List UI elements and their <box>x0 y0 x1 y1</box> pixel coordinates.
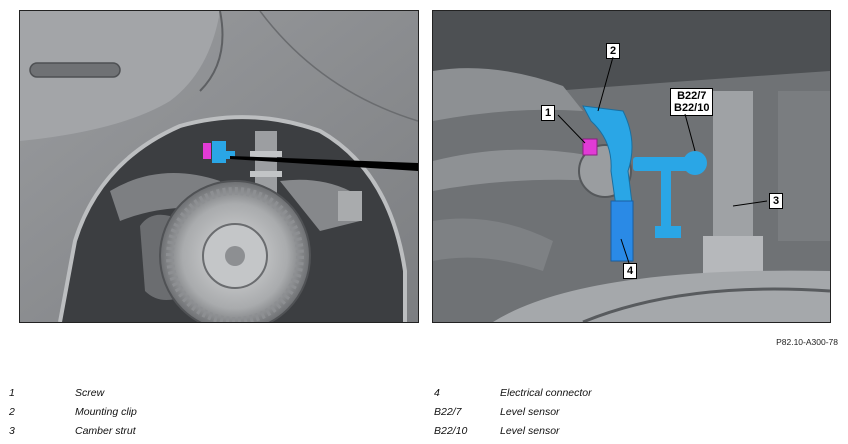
legend-desc: Screw <box>75 387 105 399</box>
legend-code: 4 <box>434 387 440 399</box>
legend-desc: Electrical connector <box>500 387 592 399</box>
legend-code: 2 <box>9 406 15 418</box>
legend-desc: Camber strut <box>75 425 136 437</box>
legend-code: B22/10 <box>434 425 468 437</box>
detail-illustration: 1 2 3 4 B22/7 B22/10 <box>432 10 831 323</box>
callout-3: 3 <box>769 193 784 209</box>
legend-desc: Mounting clip <box>75 406 137 418</box>
legend-code: 1 <box>9 387 15 399</box>
callout-2: 2 <box>606 43 621 59</box>
legend-code: 3 <box>9 425 15 437</box>
overview-illustration <box>19 10 419 323</box>
figure-reference: P82.10-A300-78 <box>776 337 838 347</box>
legend-code: B22/7 <box>434 406 462 418</box>
callout-1: 1 <box>541 105 556 121</box>
callout-4: 4 <box>623 263 638 279</box>
callout-level-sensors: B22/7 B22/10 <box>670 88 714 116</box>
legend-desc: Level sensor <box>500 406 560 418</box>
vehicle-rear-wheel-drawing <box>20 11 418 322</box>
legend-desc: Level sensor <box>500 425 560 437</box>
level-sensor-detail-drawing <box>433 11 830 322</box>
